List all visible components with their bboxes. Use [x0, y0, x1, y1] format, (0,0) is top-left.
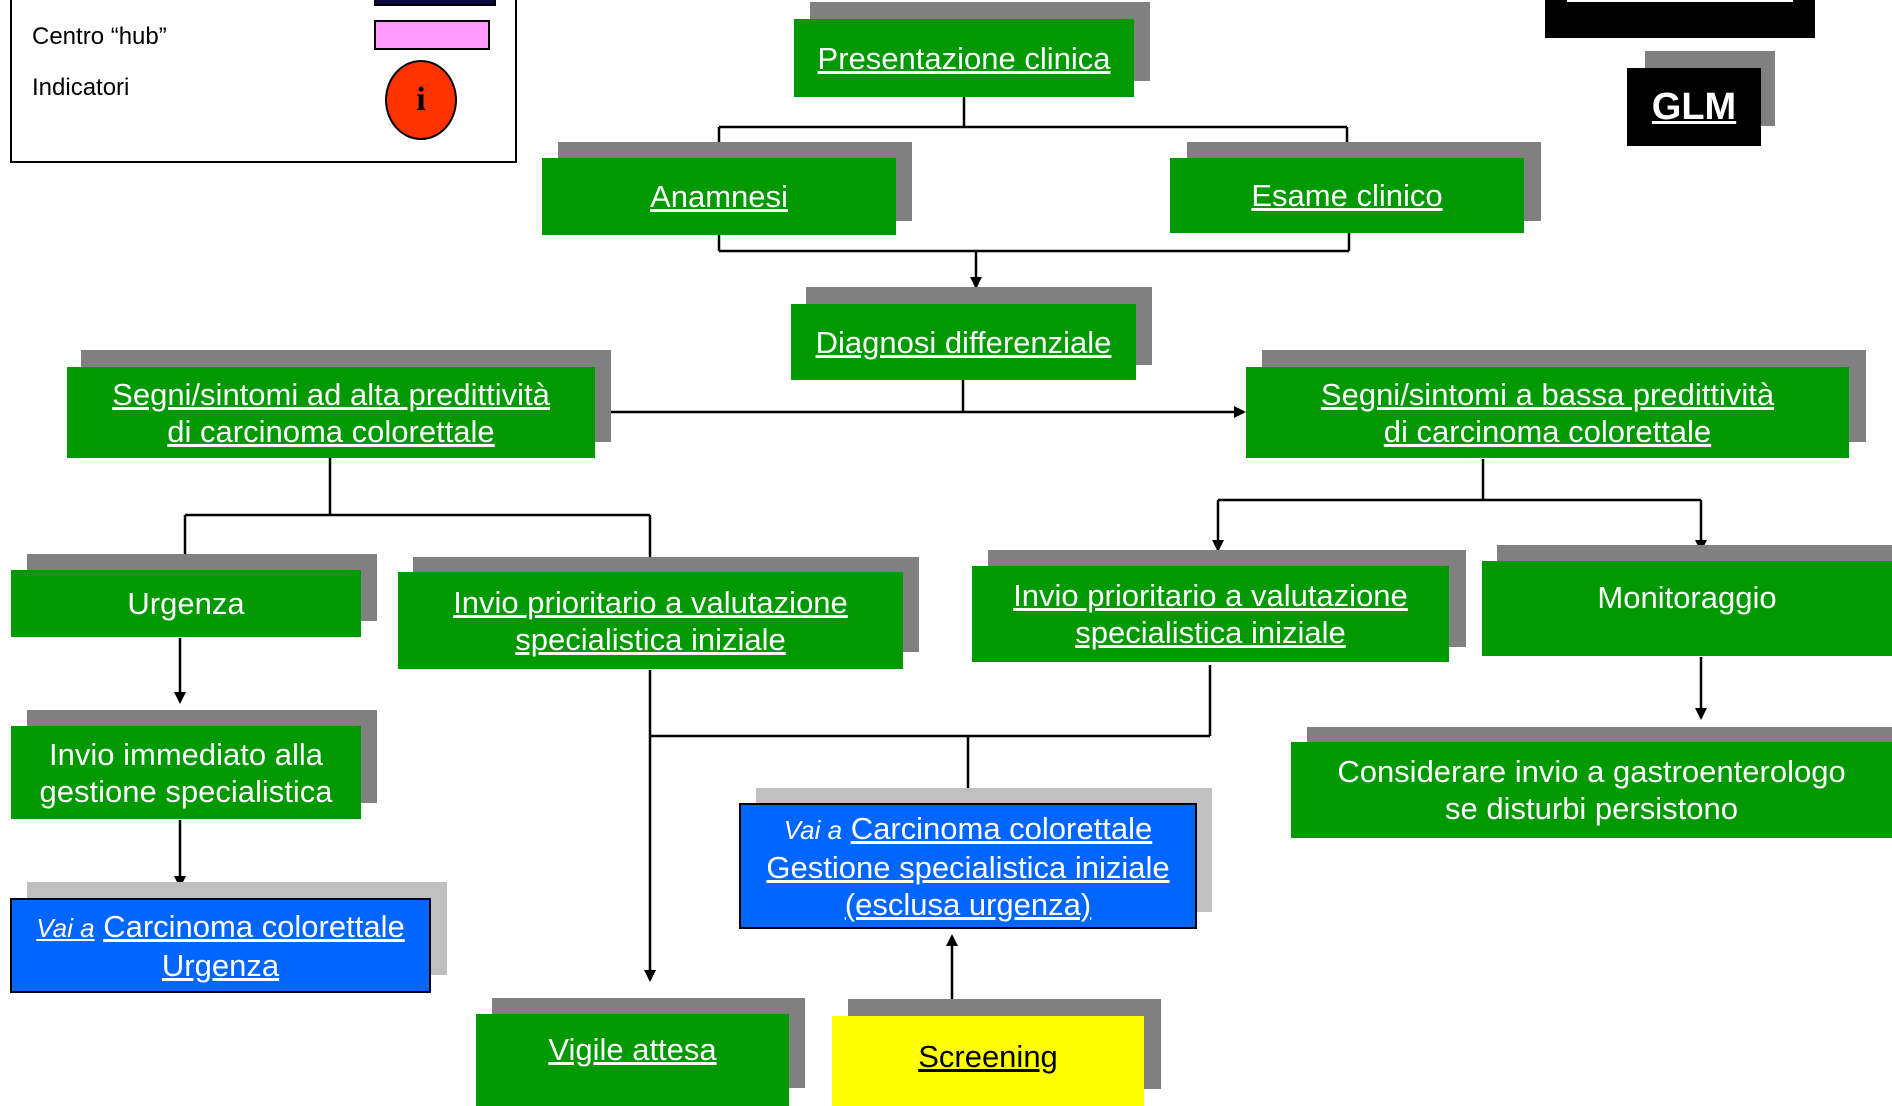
node-esame-clinico[interactable]: Esame clinico [1170, 158, 1524, 233]
node-invio-prioritario-left[interactable]: Invio prioritario a valutazione speciali… [398, 572, 903, 669]
vai-a-prefix: Vai a [36, 912, 95, 943]
node-label-line1: Segni/sintomi a bassa predittività [1320, 376, 1775, 412]
indicator-icon[interactable]: i [385, 60, 457, 140]
node-label-line2: di carcinoma colorettale [167, 413, 495, 449]
node-invio-immediato: Invio immediato alla gestione specialist… [11, 726, 361, 819]
node-label-line1: Segni/sintomi ad alta predittività [112, 376, 550, 412]
link-label-line1: Carcinoma colorettale [103, 908, 405, 944]
node-label-line1: Invio prioritario a valutazione [1013, 578, 1408, 613]
link-label-line3: (esclusa urgenza) [844, 886, 1092, 922]
node-label-line2: specialistica iniziale [515, 621, 786, 657]
node-label-line1: Considerare invio a gastroenterologo [1337, 754, 1846, 789]
node-label: Diagnosi differenziale [815, 324, 1112, 360]
glm-button[interactable]: GLM [1627, 68, 1761, 146]
vai-a-prefix: Vai a [783, 814, 843, 845]
node-label-line2: se disturbi persistono [1445, 791, 1738, 826]
indicator-glyph: i [416, 81, 426, 118]
link-label-line2: Gestione specialistica iniziale [766, 849, 1170, 885]
link-urgenza[interactable]: Vai a Carcinoma colorettale Urgenza [10, 898, 431, 993]
node-label-line2: gestione specialistica [39, 773, 333, 809]
node-label: Anamnesi [650, 179, 788, 214]
node-anamnesi[interactable]: Anamnesi [542, 158, 896, 235]
node-label-line1: Invio prioritario a valutazione [453, 584, 848, 620]
node-label: Screening [918, 1038, 1058, 1074]
legend-hub-swatch [374, 20, 490, 50]
legend-hub-label: Centro “hub” [32, 23, 167, 50]
node-alta-predittivita[interactable]: Segni/sintomi ad alta predittività di ca… [67, 367, 595, 458]
node-vigile-attesa[interactable]: Vigile attesa [476, 1014, 789, 1106]
node-monitoraggio: Monitoraggio [1482, 561, 1892, 656]
node-urgenza: Urgenza [11, 570, 361, 637]
legend-box: Centro “hub” Indicatori i [10, 0, 517, 163]
node-diagnosi-differenziale[interactable]: Diagnosi differenziale [791, 304, 1136, 380]
node-label: Vigile attesa [548, 1031, 717, 1067]
node-label: Esame clinico [1251, 178, 1443, 213]
header-black-box [1545, 0, 1815, 38]
header-underline [1567, 0, 1793, 2]
node-label: Presentazione clinica [817, 40, 1111, 76]
node-label-line2: di carcinoma colorettale [1383, 413, 1712, 449]
legend-swatch-top [374, 0, 496, 6]
node-label: Monitoraggio [1597, 580, 1777, 615]
link-label-line2: Urgenza [161, 947, 280, 983]
legend-indicators-label: Indicatori [32, 74, 130, 101]
link-label-line1: Carcinoma colorettale [850, 810, 1153, 846]
node-screening[interactable]: Screening [832, 1016, 1144, 1106]
node-label: Urgenza [127, 586, 245, 621]
glm-label: GLM [1651, 85, 1737, 128]
node-bassa-predittivita[interactable]: Segni/sintomi a bassa predittività di ca… [1246, 367, 1849, 458]
node-label-line1: Invio immediato alla [49, 736, 323, 772]
node-label-line2: specialistica iniziale [1075, 615, 1346, 650]
node-invio-prioritario-right[interactable]: Invio prioritario a valutazione speciali… [972, 566, 1449, 662]
node-presentazione-clinica[interactable]: Presentazione clinica [794, 19, 1134, 97]
node-considerare-invio: Considerare invio a gastroenterologo se … [1291, 742, 1892, 838]
link-gestione-specialistica[interactable]: Vai a Carcinoma colorettale Gestione spe… [739, 803, 1197, 929]
